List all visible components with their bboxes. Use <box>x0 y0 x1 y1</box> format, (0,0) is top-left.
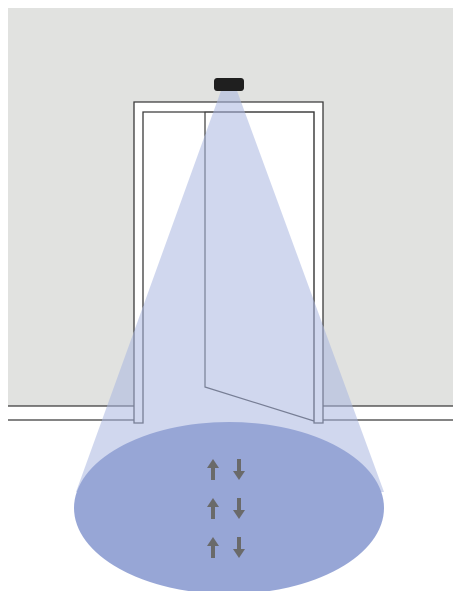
arrow-down-icon <box>233 498 245 519</box>
arrow-up-icon <box>207 459 219 480</box>
arrow-up-icon <box>207 498 219 519</box>
motion-sensor-icon <box>214 78 244 91</box>
detection-zone <box>74 422 384 591</box>
arrow-down-icon <box>233 459 245 480</box>
arrow-up-icon <box>207 537 219 558</box>
arrow-down-icon <box>233 537 245 558</box>
detection-beam <box>76 88 384 492</box>
arrow-group <box>207 459 245 558</box>
